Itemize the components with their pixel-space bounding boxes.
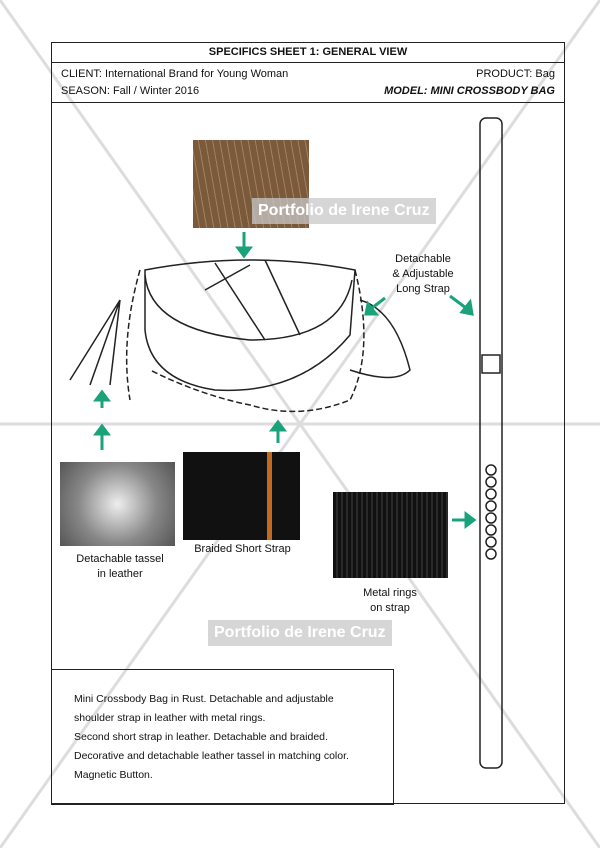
tassel-label: Detachable tassel in leather: [60, 552, 180, 582]
client: CLIENT: International Brand for Young Wo…: [61, 68, 289, 80]
description-line: Mini Crossbody Bag in Rust. Detachable a…: [74, 693, 334, 705]
sheet-frame: [51, 42, 565, 804]
info-block: CLIENT: International Brand for Young Wo…: [51, 63, 565, 103]
description-line: Decorative and detachable leather tassel…: [74, 750, 349, 762]
label-line: in leather: [97, 568, 143, 580]
description-line: shoulder strap in leather with metal rin…: [74, 712, 266, 724]
model: MODEL: MINI CROSSBODY BAG: [384, 85, 555, 97]
rings-label: Metal rings on strap: [345, 586, 435, 616]
metal-rings: [485, 464, 497, 560]
sheet-title: SPECIFICS SHEET 1: GENERAL VIEW: [51, 42, 565, 63]
description-box: Mini Crossbody Bag in Rust. Detachable a…: [51, 669, 394, 805]
label-line: on strap: [370, 602, 410, 614]
label-line: Long Strap: [396, 283, 450, 295]
label-line: Metal rings: [363, 587, 417, 599]
description-line: Second short strap in leather. Detachabl…: [74, 731, 328, 743]
watermark: Portfolio de Irene Cruz: [208, 620, 392, 646]
bag-body: [144, 259, 356, 392]
label-line: Detachable: [395, 253, 451, 265]
label-line: Detachable tassel: [76, 553, 164, 565]
description-line: Magnetic Button.: [74, 769, 153, 781]
metal-rings-photo: [333, 492, 448, 578]
arrows: [93, 232, 477, 529]
season: SEASON: Fall / Winter 2016: [61, 85, 200, 97]
long-strap: [479, 117, 503, 769]
braided-strap-photo: [183, 452, 300, 540]
short-strap-label: Braided Short Strap: [194, 543, 291, 555]
label-line: & Adjustable: [392, 268, 454, 280]
product: PRODUCT: Bag: [476, 68, 555, 80]
watermark: Portfolio de Irene Cruz: [252, 198, 436, 224]
tassel-photo: [60, 462, 175, 546]
